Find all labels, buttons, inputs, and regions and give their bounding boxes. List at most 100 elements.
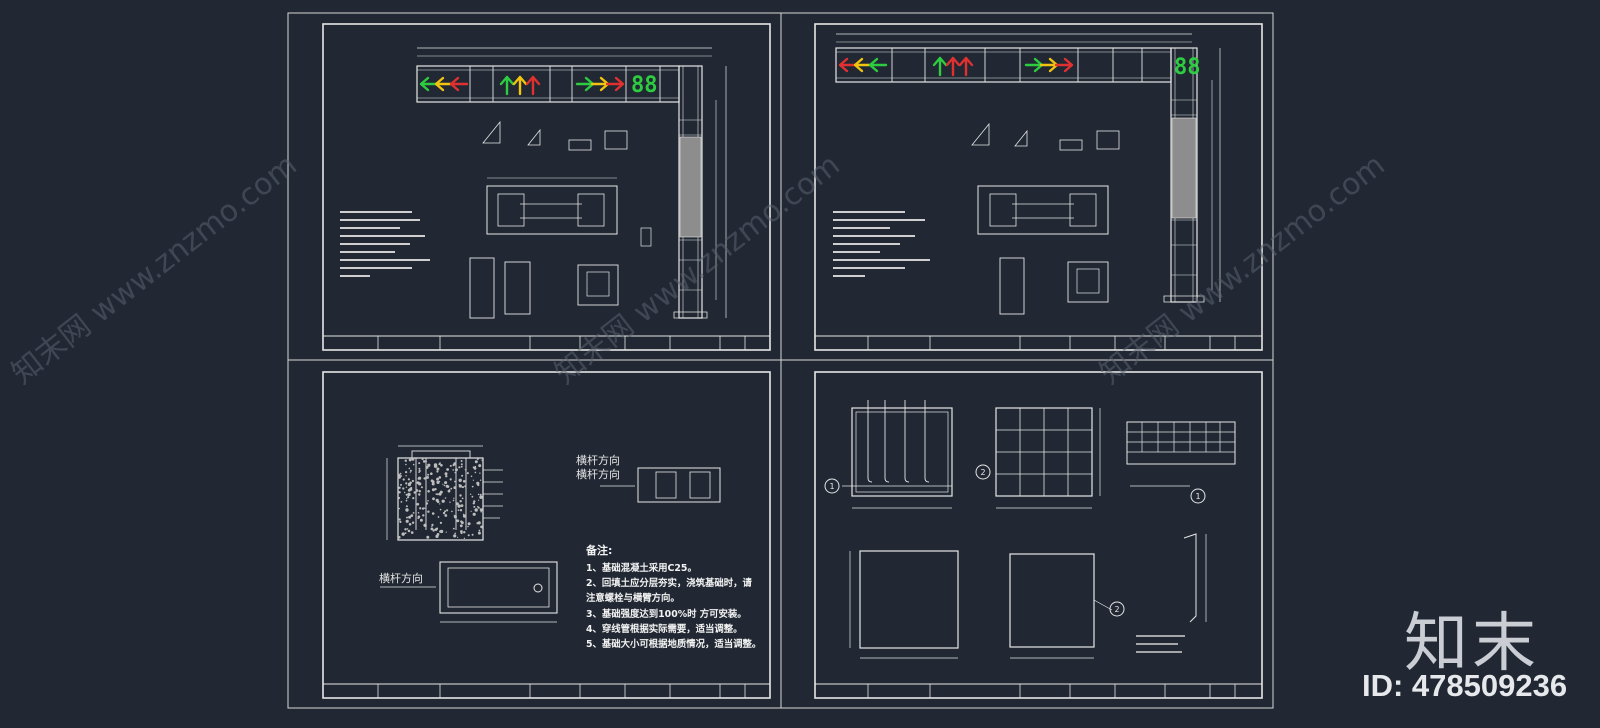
- foundation-concrete-hatch: [397, 457, 483, 539]
- hatch-dot: [433, 463, 438, 467]
- hatch-dot: [400, 475, 403, 477]
- hatch-dot: [404, 532, 407, 534]
- direction-label-plan: 横杆方向: [379, 571, 423, 585]
- up-arrow-icon: [958, 56, 974, 77]
- direction-label-top: 横杆方向: [576, 453, 620, 467]
- hatch-dot: [439, 493, 442, 496]
- hatch-dot: [417, 512, 420, 514]
- hatch-dot: [454, 532, 457, 535]
- hatch-dot: [463, 537, 466, 539]
- hatch-dot: [418, 469, 421, 472]
- hatch-dot: [445, 475, 448, 478]
- hatch-dot: [459, 524, 463, 528]
- watermark-text: 知末网 www.znzmo.com: [5, 148, 303, 392]
- hatch-dot: [432, 529, 435, 532]
- hatch-dot: [405, 463, 407, 466]
- hatch-dot: [427, 473, 430, 476]
- hatch-dot: [440, 464, 443, 467]
- hatch-dot: [404, 459, 407, 462]
- sheet-top-right: [814, 23, 1263, 351]
- hatch-dot: [445, 484, 449, 488]
- hatch-dot: [463, 531, 466, 534]
- hatch-dot: [460, 465, 463, 468]
- hatch-dot: [460, 463, 463, 466]
- hatch-dot: [444, 472, 448, 476]
- hatch-dot: [467, 522, 471, 526]
- hatch-dot: [408, 515, 412, 519]
- hatch-dot: [400, 483, 402, 486]
- hatch-dot: [436, 533, 440, 536]
- hatch-dot: [452, 469, 455, 471]
- hatch-dot: [397, 475, 401, 479]
- hatch-dot: [480, 525, 483, 529]
- hatch-dot: [453, 462, 457, 466]
- sheet-top-left: [322, 23, 771, 351]
- hatch-dot: [409, 469, 412, 472]
- watermark-text: 知末网 www.znzmo.com: [1093, 148, 1391, 392]
- hatch-dot: [430, 472, 433, 476]
- hatch-dot: [405, 482, 408, 485]
- hatch-dot: [436, 480, 440, 484]
- callout-label: 2: [980, 468, 985, 477]
- hatch-dot: [436, 500, 440, 504]
- hatch-dot: [476, 458, 479, 460]
- hatch-dot: [417, 477, 420, 480]
- hatch-dot: [450, 487, 453, 490]
- hatch-dot: [437, 516, 440, 518]
- callout-circle: [824, 478, 840, 494]
- hatch-dot: [416, 489, 419, 491]
- hatch-dot: [399, 472, 402, 475]
- hatch-dot: [421, 457, 424, 461]
- hatch-dot: [439, 508, 442, 511]
- hatch-dot: [442, 483, 444, 485]
- hatch-dot: [425, 502, 429, 505]
- hatch-dot: [405, 499, 408, 502]
- hatch-dot: [470, 510, 472, 512]
- hatch-dot: [477, 521, 481, 525]
- hatch-dot: [456, 519, 460, 523]
- hatch-dot: [471, 533, 474, 536]
- hatch-dot: [444, 497, 447, 499]
- hatch-dot: [477, 531, 481, 535]
- hatch-dot: [409, 481, 412, 485]
- direction-label-middle: 横杆方向: [576, 467, 620, 481]
- hatch-dot: [473, 467, 477, 470]
- hatch-dot: [402, 487, 405, 490]
- hatch-dot: [461, 486, 464, 488]
- hatch-dot: [405, 508, 409, 512]
- hatch-dot: [471, 495, 474, 498]
- hatch-dot: [460, 460, 463, 462]
- countdown-digits-left: 88: [631, 73, 658, 98]
- hatch-dot: [477, 505, 479, 508]
- callout-label: 2: [1114, 605, 1119, 614]
- hatch-dot: [419, 507, 422, 510]
- hatch-dot: [412, 497, 415, 500]
- hatch-dot: [427, 510, 430, 513]
- hatch-dot: [458, 484, 460, 486]
- hatch-dot: [438, 476, 442, 479]
- hatch-dot: [481, 459, 483, 461]
- countdown-digits-right: 88: [1174, 55, 1201, 80]
- hatch-dot: [439, 503, 441, 505]
- hatch-dot: [412, 512, 415, 514]
- hatch-dot: [444, 510, 447, 513]
- left-arrow-icon: [449, 76, 469, 92]
- hatch-dot: [479, 472, 481, 474]
- right-arrow-icon: [1024, 57, 1044, 73]
- hatch-dot: [436, 477, 440, 481]
- hatch-dot: [444, 514, 448, 517]
- hatch-dot: [401, 532, 405, 536]
- hatch-dot: [461, 521, 464, 525]
- hatch-dot: [453, 497, 455, 499]
- hatch-dot: [480, 510, 483, 513]
- hatch-dot: [447, 489, 451, 493]
- asset-id-label: ID: 478509236: [1362, 668, 1568, 703]
- hatch-dot: [432, 497, 435, 501]
- hatch-dot: [478, 499, 480, 501]
- callout-circle: [1190, 488, 1206, 504]
- hatch-dot: [436, 493, 439, 496]
- outer-frame: [287, 12, 1274, 709]
- hatch-dot: [478, 529, 481, 532]
- hatch-dot: [425, 460, 428, 462]
- hatch-dot: [455, 506, 457, 508]
